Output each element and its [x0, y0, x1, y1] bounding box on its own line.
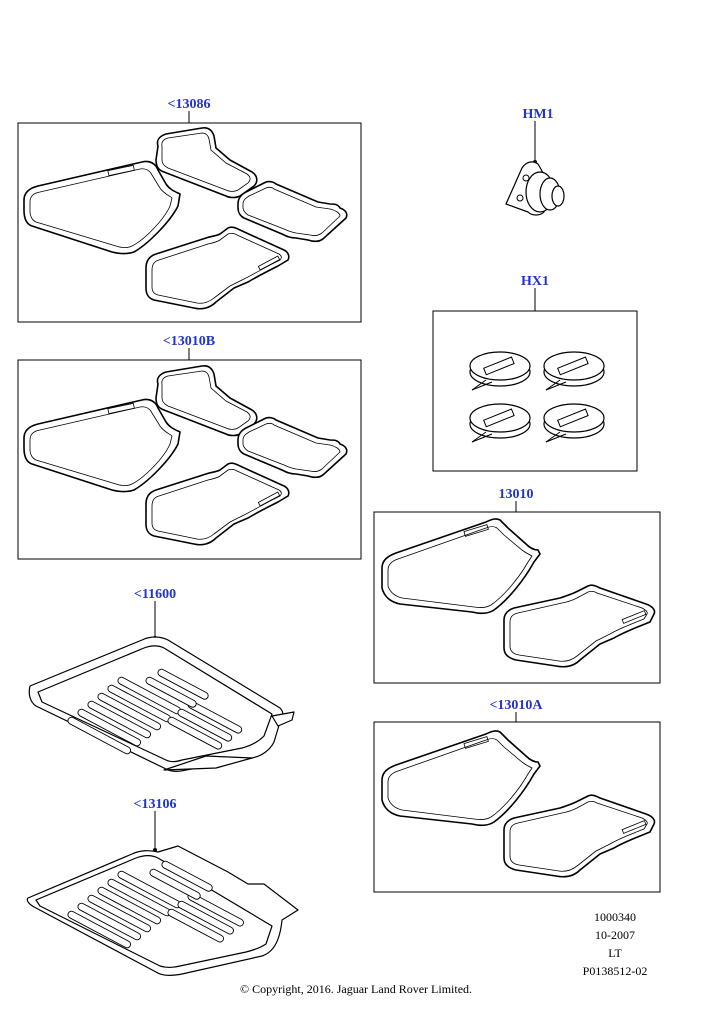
mat-front	[381, 518, 541, 615]
plug-3	[469, 403, 531, 443]
plug-set-box-hx1	[432, 310, 638, 472]
callout-13010b-group: <13010B	[17, 334, 362, 560]
mat-front-right	[155, 127, 258, 199]
reference-number: 1000340	[594, 910, 636, 924]
loadspace-tray	[28, 636, 295, 772]
reference-block: 1000340 10-2007 LT P0138512-02	[583, 910, 648, 978]
plug-4	[543, 403, 605, 443]
mat-rear-left	[145, 462, 290, 546]
mat-retaining-clip	[505, 161, 565, 216]
callout-13010a-group: <13010A	[373, 698, 661, 893]
callout-13010a[interactable]: <13010A	[489, 698, 543, 713]
mat-rear-right	[237, 180, 348, 243]
callout-hx1[interactable]: HX1	[521, 274, 549, 289]
mat-front-left	[23, 398, 181, 493]
callout-hx1-group: HX1	[432, 274, 638, 472]
copyright-notice: © Copyright, 2016. Jaguar Land Rover Lim…	[240, 982, 472, 996]
mat-front	[381, 730, 541, 827]
mat-set-box-13010b	[17, 359, 362, 560]
mat-front-left	[23, 160, 181, 255]
callout-11600[interactable]: <11600	[134, 587, 176, 602]
callout-13106[interactable]: <13106	[134, 797, 177, 812]
callout-13010-group: 13010	[373, 487, 661, 684]
loadspace-liner	[26, 845, 299, 976]
callout-11600-group: <11600	[28, 587, 295, 772]
mat-front-right	[155, 365, 258, 437]
mat-set-box-13086	[17, 122, 362, 323]
callout-hm1[interactable]: HM1	[522, 107, 553, 122]
plug-2	[543, 351, 605, 391]
illustration-number: P0138512-02	[583, 964, 648, 978]
mat-rear	[503, 584, 656, 668]
callout-13106-group: <13106	[26, 797, 299, 976]
mat-set-box-13010	[373, 511, 661, 684]
mat-rear-left	[145, 226, 290, 310]
callout-13010[interactable]: 13010	[499, 487, 534, 502]
plug-1	[469, 351, 531, 391]
reference-code: LT	[608, 946, 622, 960]
reference-date: 10-2007	[595, 928, 635, 942]
callout-13086[interactable]: <13086	[168, 97, 211, 112]
mat-set-box-13010a	[373, 721, 661, 893]
callout-13010b[interactable]: <13010B	[163, 334, 215, 349]
mat-rear	[503, 794, 656, 878]
callout-13086-group: <13086	[17, 97, 362, 323]
callout-hm1-group: HM1	[505, 107, 565, 216]
mat-rear-right	[237, 416, 348, 479]
